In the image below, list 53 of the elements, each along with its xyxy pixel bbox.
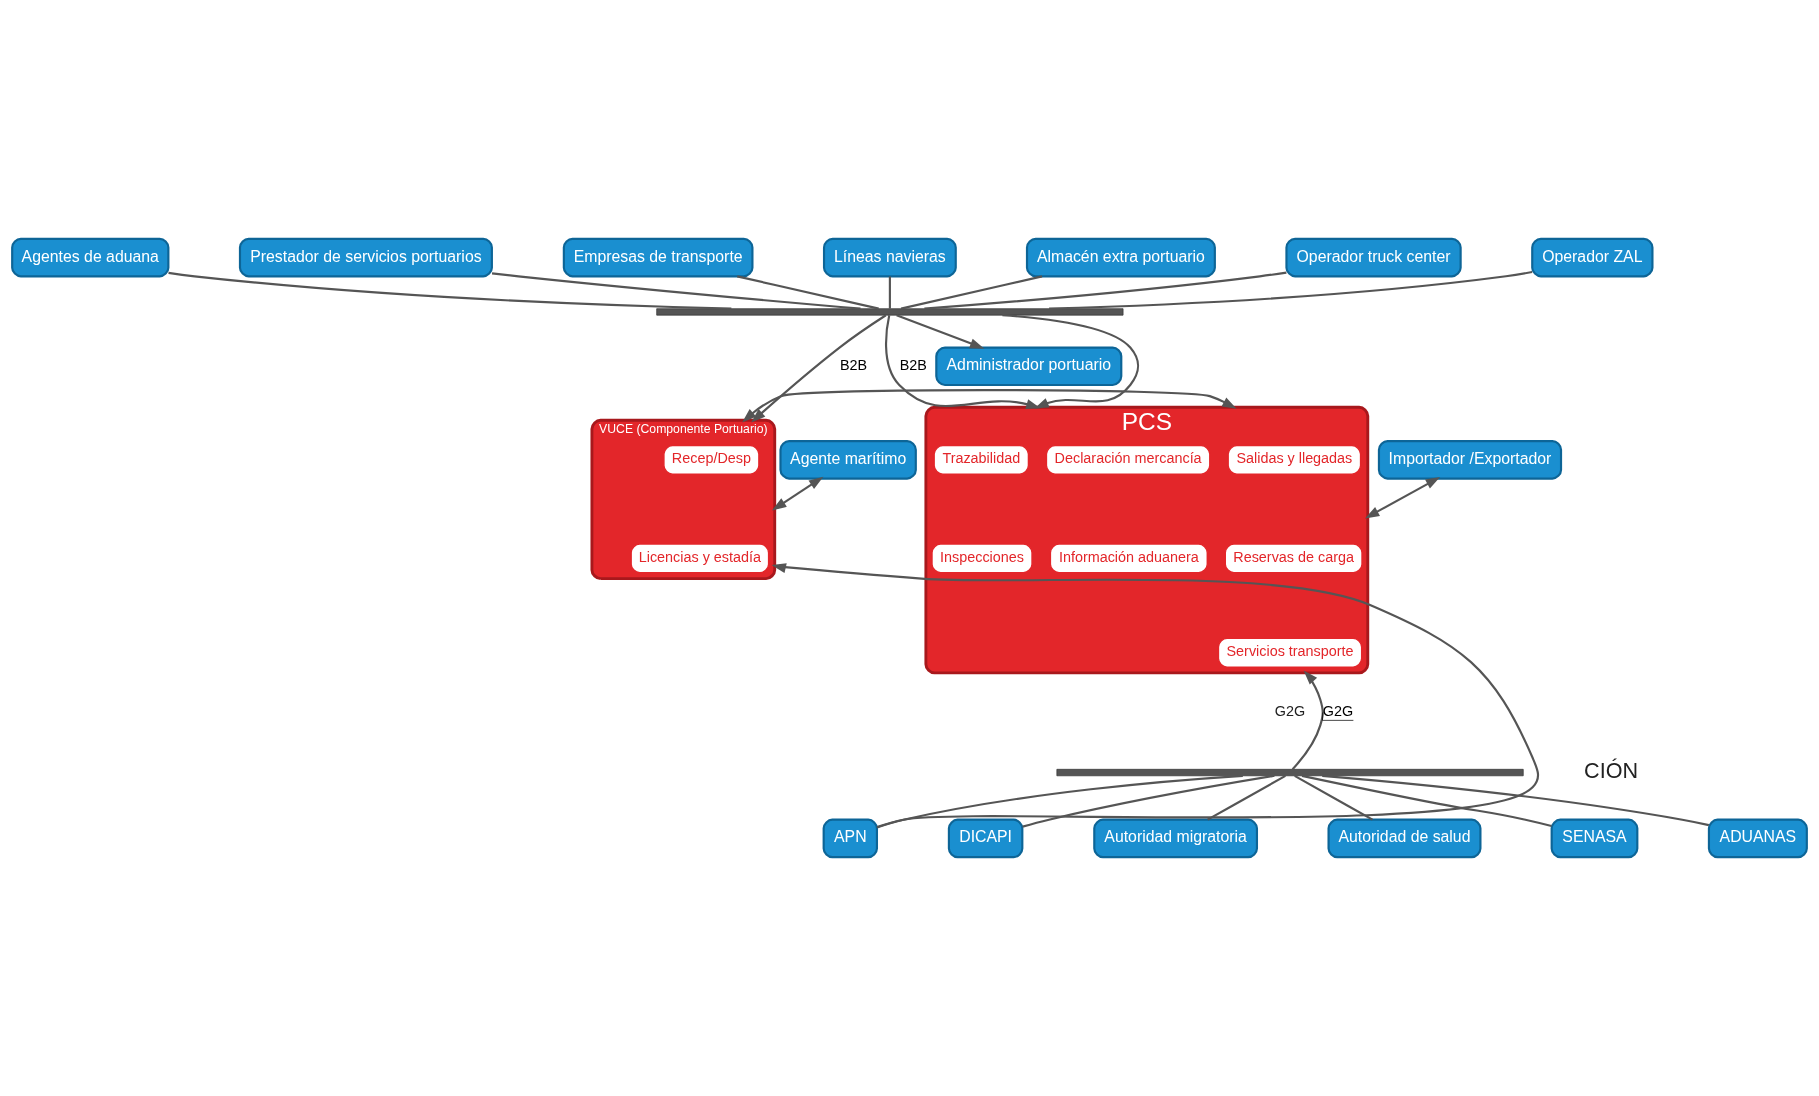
node-box: Almacén extra portuario bbox=[1025, 237, 1216, 278]
node-box: Recep/Desp bbox=[663, 444, 760, 475]
node-box: Autoridad de salud bbox=[1327, 818, 1482, 859]
connector bbox=[1022, 774, 1275, 828]
connector bbox=[1301, 774, 1552, 827]
node-box: Autoridad migratoria bbox=[1093, 818, 1259, 859]
node-box: Agentes de aduana bbox=[11, 237, 170, 278]
edge-label: B2B bbox=[899, 356, 927, 373]
connector bbox=[1049, 270, 1533, 310]
edge-label: G2G bbox=[1322, 703, 1354, 720]
arrow bbox=[751, 314, 887, 423]
node-box: Importador /Exportador bbox=[1377, 440, 1563, 480]
node-box: Prestador de servicios portuarios bbox=[238, 237, 493, 278]
node-box: Inspecciones bbox=[931, 543, 1033, 574]
node-box: Trazabilidad bbox=[933, 444, 1030, 475]
node-box: Declaración mercancía bbox=[1045, 444, 1211, 475]
node-box: Licencias y estadía bbox=[630, 543, 770, 574]
arrow bbox=[742, 389, 1237, 423]
node-box: Administrador portuario bbox=[935, 346, 1123, 387]
label: CIÓN bbox=[1584, 757, 1639, 783]
connector bbox=[888, 276, 891, 309]
connector bbox=[737, 275, 879, 310]
connector bbox=[491, 272, 861, 310]
node-box: Agente marítimo bbox=[779, 440, 917, 480]
arrow bbox=[896, 314, 985, 349]
arrow bbox=[1291, 670, 1354, 770]
arrow bbox=[772, 476, 824, 511]
node-box: Salidas y llegadas bbox=[1227, 444, 1362, 475]
node-box: Reservas de carga bbox=[1224, 543, 1363, 574]
node-box: DICAPI bbox=[947, 818, 1024, 859]
arrow bbox=[1002, 314, 1140, 409]
label: G2G bbox=[1274, 703, 1306, 720]
connector bbox=[876, 774, 1243, 829]
arrow bbox=[1364, 477, 1441, 519]
node-box: Operador ZAL bbox=[1531, 237, 1654, 278]
connector bbox=[924, 271, 1287, 310]
edge-label: B2B bbox=[839, 356, 868, 373]
connector bbox=[900, 275, 1043, 310]
node-bar bbox=[1056, 768, 1524, 777]
connector bbox=[1207, 774, 1286, 821]
connector bbox=[1322, 774, 1710, 827]
node-bar bbox=[656, 308, 1124, 316]
node-box: Operador truck center bbox=[1285, 237, 1462, 278]
connector bbox=[1294, 774, 1373, 821]
node-box: SENASA bbox=[1550, 818, 1639, 859]
node-box: ADUANAS bbox=[1707, 818, 1808, 859]
node-box: APN bbox=[822, 818, 878, 859]
node-box: Información aduanera bbox=[1049, 543, 1208, 574]
node-box: Líneas navieras bbox=[822, 237, 957, 278]
connector bbox=[168, 271, 732, 310]
arrow bbox=[771, 563, 1539, 829]
node-box: Empresas de transporte bbox=[562, 237, 754, 278]
node-box: Servicios transporte bbox=[1217, 637, 1363, 668]
